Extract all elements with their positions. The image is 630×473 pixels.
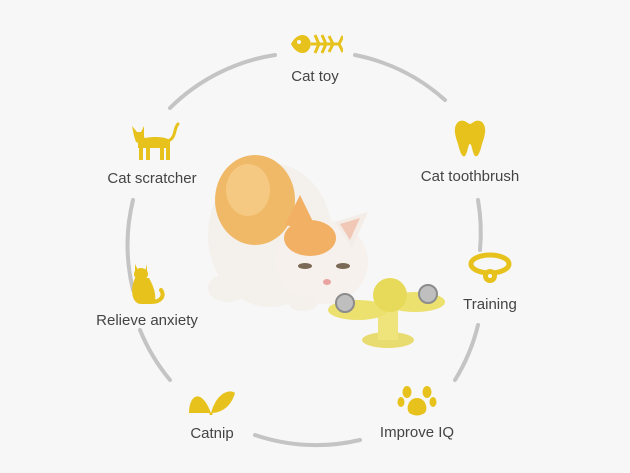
fish-bone-icon xyxy=(291,34,343,54)
cat-collar-icon xyxy=(468,252,512,283)
feature-label: Catnip xyxy=(190,425,234,442)
kitten-photo xyxy=(208,155,445,348)
feature-label: Improve IQ xyxy=(379,424,455,441)
feature-label: Training xyxy=(463,296,517,313)
feature-cat-toothbrush: Cat toothbrush xyxy=(415,118,525,185)
windmill-toy xyxy=(328,278,445,348)
feature-label: Cat scratcher xyxy=(107,170,197,187)
tooth-icon xyxy=(454,120,486,157)
feature-cat-toy: Cat toy xyxy=(265,28,365,85)
walking-cat-icon xyxy=(132,122,180,160)
leaf-icon xyxy=(189,391,235,415)
feature-cat-scratcher: Cat scratcher xyxy=(97,122,207,187)
feature-label: Relieve anxiety xyxy=(96,312,198,329)
feature-catnip: Catnip xyxy=(172,385,252,442)
feature-label: Cat toothbrush xyxy=(420,168,520,185)
feature-label: Cat toy xyxy=(291,68,339,85)
feature-improve-iq: Improve IQ xyxy=(372,382,462,441)
feature-relieve-anxiety: Relieve anxiety xyxy=(82,262,212,329)
sitting-cat-icon xyxy=(132,264,165,304)
ring xyxy=(125,53,483,448)
paw-print-icon xyxy=(397,386,437,416)
feature-training: Training xyxy=(450,252,530,313)
